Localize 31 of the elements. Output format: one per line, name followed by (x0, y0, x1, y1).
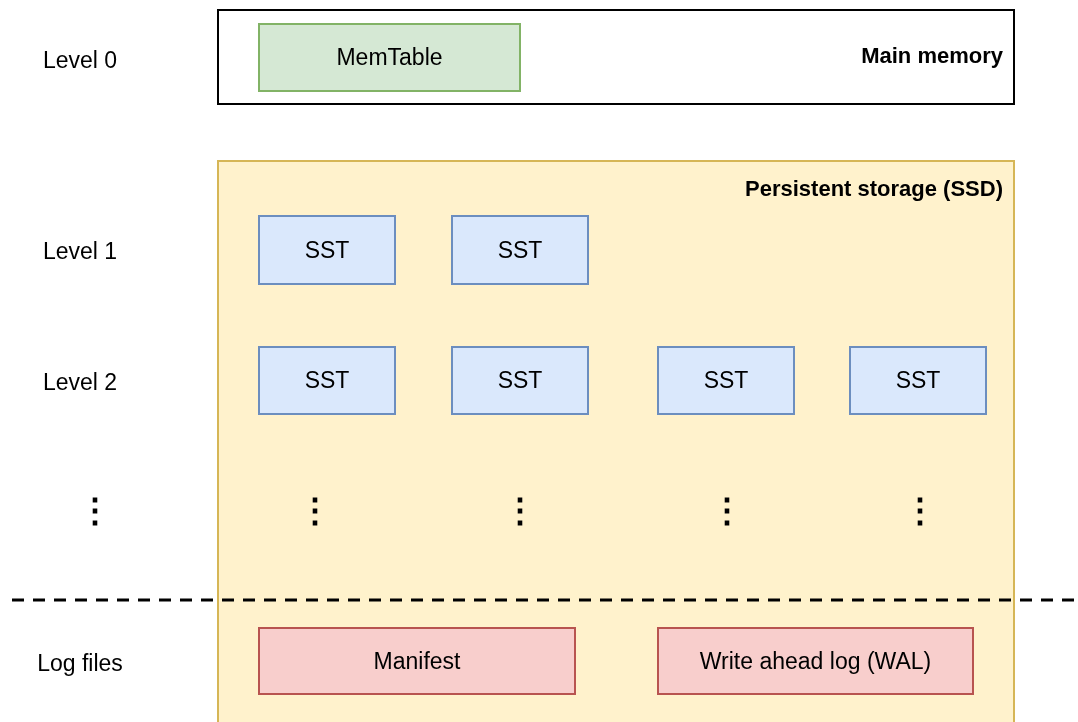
ellipsis: ⋮ (503, 493, 537, 527)
memtable-box (258, 23, 521, 92)
box-label: SST (497, 367, 543, 394)
box-label: MemTable (336, 44, 443, 71)
box-label: SST (895, 367, 941, 394)
sst-box (451, 346, 589, 415)
region-heading: Persistent storage (SSD) (745, 176, 1003, 202)
box-label: SST (497, 236, 543, 264)
level-label: Level 1 (42, 239, 118, 263)
log-file-box (258, 627, 576, 695)
sst-box (451, 215, 589, 285)
box-label: SST (304, 236, 350, 264)
memory-region (217, 9, 1015, 105)
box-label: SST (304, 367, 350, 394)
box-label: Write ahead log (WAL) (699, 647, 932, 675)
level-label: Level 0 (42, 48, 118, 72)
sst-box (657, 346, 795, 415)
ellipsis: ⋮ (903, 493, 937, 527)
level-label: Log files (37, 651, 123, 675)
level-label: Level 2 (42, 370, 118, 394)
ellipsis: ⋮ (298, 493, 332, 527)
sst-box (258, 215, 396, 285)
ellipsis: ⋮ (78, 493, 112, 527)
ellipsis: ⋮ (710, 493, 744, 527)
box-label: SST (703, 367, 749, 394)
log-file-box (657, 627, 974, 695)
storage-region (217, 160, 1015, 722)
box-label: Manifest (373, 647, 461, 675)
region-heading: Main memory (861, 43, 1003, 69)
sst-box (849, 346, 987, 415)
sst-box (258, 346, 396, 415)
